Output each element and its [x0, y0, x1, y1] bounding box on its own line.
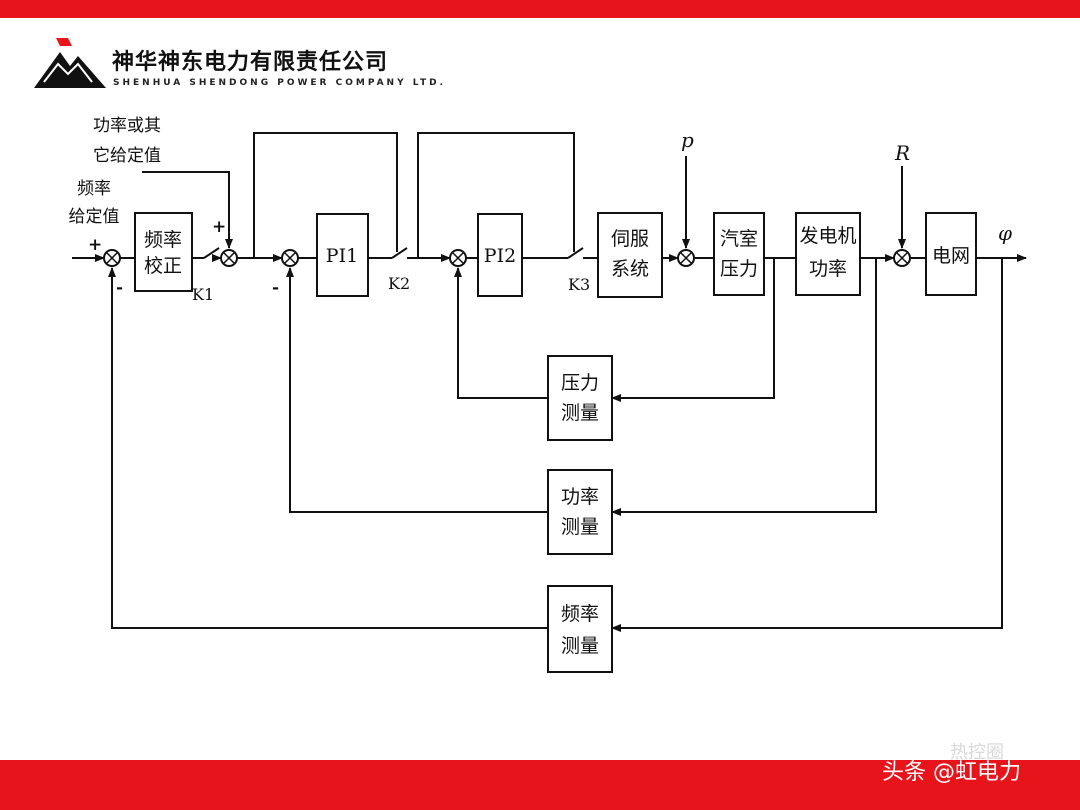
- power-measure-label-1: 功率: [561, 486, 599, 508]
- pi1-block: [316, 213, 369, 297]
- summing-junction-pressure: [449, 249, 467, 267]
- switch-k1-label: K1: [192, 285, 214, 304]
- company-name-cn: 神华神东电力有限责任公司: [112, 50, 389, 75]
- pressure-measure-block: [547, 355, 613, 441]
- freq-correction-block: [134, 212, 193, 292]
- bottom-red-band: [0, 760, 1080, 810]
- power-measure-label-2: 测量: [561, 516, 599, 538]
- pressure-measure-label-1: 压力: [561, 372, 599, 394]
- summing-junction-power: [281, 249, 299, 267]
- top-red-band: [0, 0, 1080, 18]
- switch-k2-label: K2: [388, 274, 410, 293]
- pi1-label: PI1: [326, 245, 358, 267]
- sign-minus-freq: -: [116, 278, 123, 298]
- power-measure-block: [547, 469, 613, 555]
- freq-correction-label-2: 校正: [144, 255, 182, 277]
- output-phi-label: φ: [998, 221, 1012, 245]
- sign-plus-setpoint: +: [212, 217, 226, 237]
- gen-power-label-1: 发电机: [799, 225, 856, 247]
- pressure-measure-label-2: 测量: [561, 402, 599, 424]
- company-name-en: SHENHUA SHENDONG POWER COMPANY LTD.: [113, 78, 447, 88]
- generator-power-block: [795, 212, 861, 296]
- power-setpoint-label-1: 功率或其: [93, 116, 161, 136]
- pi2-block: [477, 213, 523, 297]
- grid-label: 电网: [932, 245, 970, 267]
- pi2-label: PI2: [484, 245, 516, 267]
- servo-label-2: 系统: [611, 258, 649, 280]
- watermark-text: 热控圈: [950, 742, 1004, 763]
- sign-plus-freq: +: [88, 235, 102, 255]
- pressure-disturbance-label: p: [681, 128, 694, 152]
- gen-power-label-2: 功率: [809, 258, 847, 280]
- summing-junction-freq: [103, 249, 121, 267]
- freq-measure-block: [547, 585, 613, 673]
- freq-measure-label-1: 频率: [561, 603, 599, 625]
- summing-junction-setpoint: [220, 249, 238, 267]
- source-credit: 头条 @虹电力: [882, 760, 1021, 785]
- grid-block: [925, 212, 977, 296]
- load-disturbance-label: R: [894, 141, 910, 165]
- chamber-pressure-block: [713, 212, 765, 296]
- chamber-label-1: 汽室: [720, 228, 758, 250]
- servo-label-1: 伺服: [611, 228, 649, 250]
- servo-system-block: [597, 212, 663, 298]
- summing-junction-p-disturbance: [677, 249, 695, 267]
- chamber-label-2: 压力: [720, 258, 758, 280]
- freq-measure-label-2: 测量: [561, 635, 599, 657]
- summing-junction-r-disturbance: [893, 249, 911, 267]
- switch-k3-label: K3: [568, 275, 590, 294]
- power-setpoint-label-2: 它给定值: [93, 146, 161, 166]
- freq-correction-label-1: 频率: [144, 229, 182, 251]
- freq-setpoint-label-1: 频率: [77, 179, 111, 199]
- freq-setpoint-label-2: 给定值: [69, 207, 120, 227]
- company-logo-icon: [34, 38, 106, 88]
- sign-minus-power: -: [272, 278, 279, 298]
